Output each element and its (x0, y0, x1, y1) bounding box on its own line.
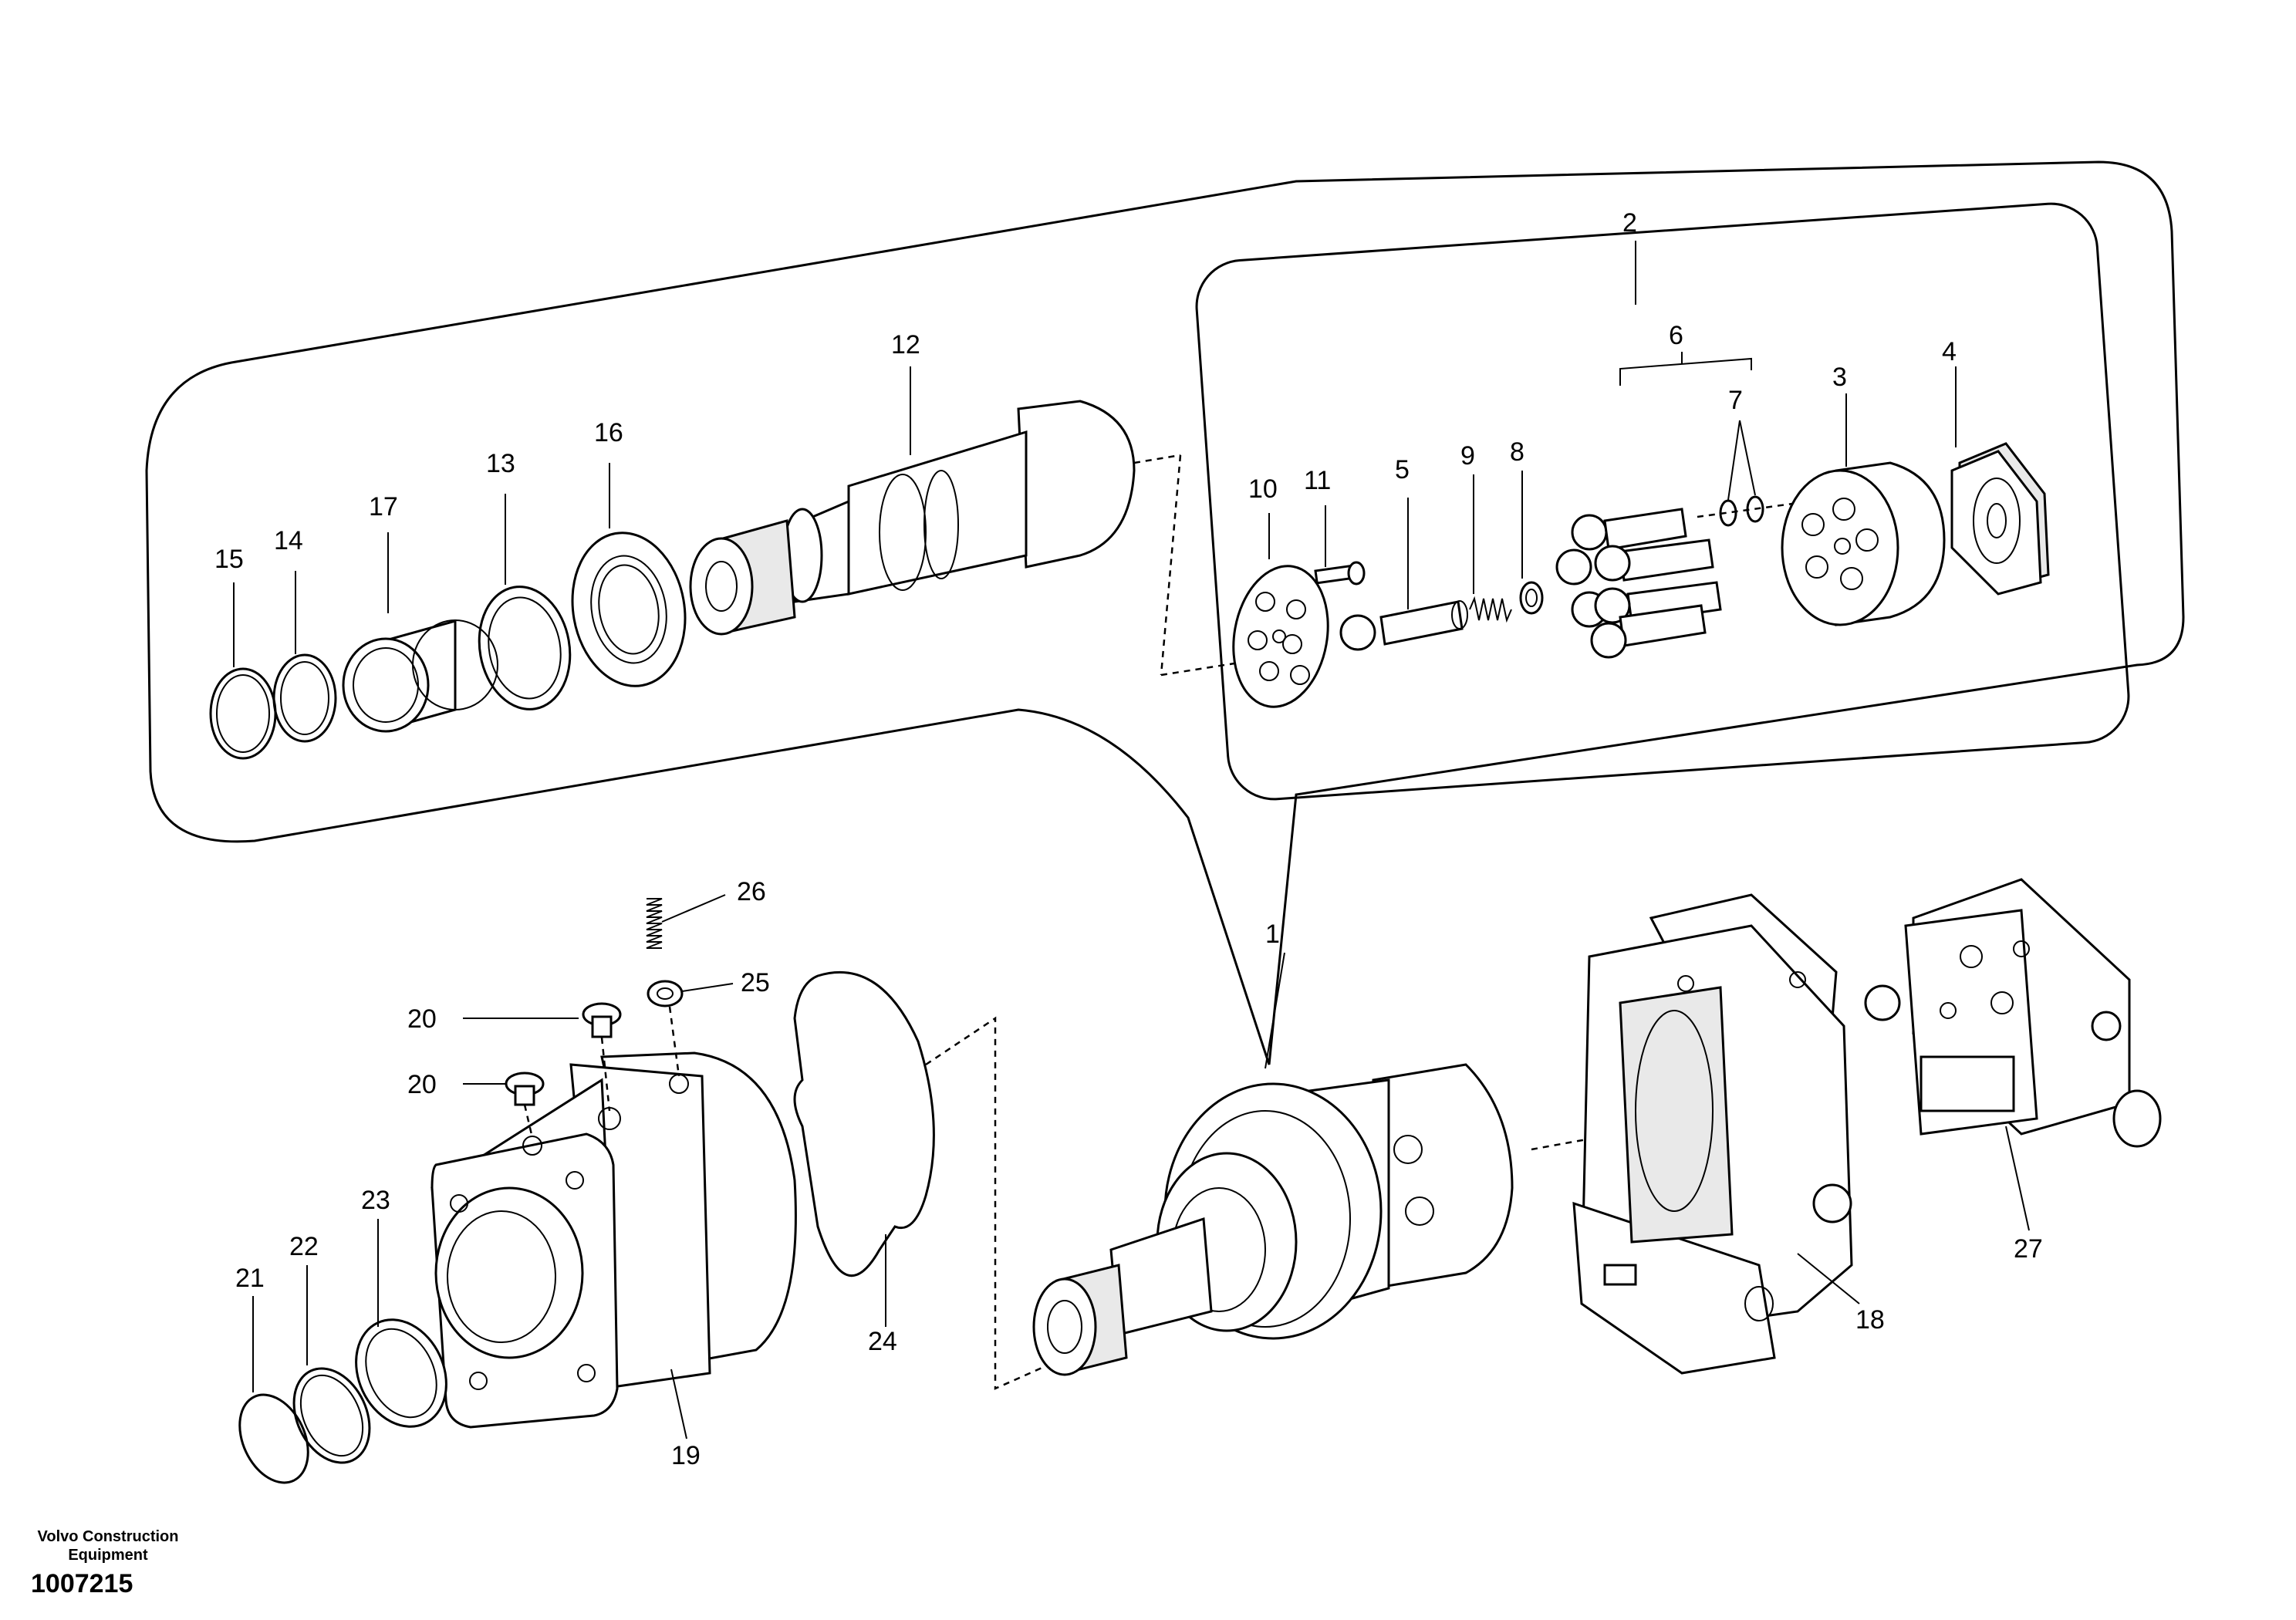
bracket-6 (1619, 357, 1752, 386)
leader-26 (661, 894, 726, 923)
part-24-gasket (793, 970, 935, 1277)
callout-20-upper: 20 (407, 1004, 437, 1034)
callout-18: 18 (1855, 1305, 1885, 1335)
callout-3: 3 (1832, 363, 1847, 392)
callout-19: 19 (671, 1441, 701, 1470)
part-8-washer (1519, 581, 1544, 615)
part-22-ring (292, 1367, 371, 1464)
part-9-spring (1469, 596, 1512, 623)
publisher-caption: Volvo Construction Equipment (23, 1527, 193, 1564)
part-20-plug-upper (582, 1002, 622, 1038)
part-4-valve-plate (1950, 442, 2050, 596)
part-25-nut (647, 980, 684, 1007)
part-21-circlip (238, 1393, 309, 1484)
callout-22: 22 (289, 1232, 319, 1261)
callout-13: 13 (486, 449, 515, 478)
callout-14: 14 (274, 526, 303, 555)
detail-outline-outer (145, 160, 2185, 1065)
callout-21: 21 (235, 1264, 265, 1293)
drawing-id: 1007215 (31, 1569, 133, 1598)
part-12-drive-shaft (689, 400, 1136, 636)
part-11-screw (1314, 561, 1366, 586)
leader-1 (1264, 952, 1285, 1069)
callout-1: 1 (1265, 920, 1280, 949)
callout-9: 9 (1460, 441, 1475, 471)
leader-7a (1727, 420, 1741, 501)
leader-dash-rings-to-block (1697, 500, 1810, 518)
callout-7: 7 (1728, 386, 1743, 415)
leader-18 (1797, 1253, 1860, 1304)
leader-27 (2005, 1126, 2030, 1231)
leader-dash-shaft-to-group (1133, 454, 1181, 464)
callout-20-lower: 20 (407, 1070, 437, 1099)
part-19-housing (430, 1051, 797, 1429)
publisher-line-1: Volvo Construction (37, 1528, 179, 1545)
callout-17: 17 (369, 492, 398, 521)
callout-2: 2 (1622, 208, 1637, 238)
part-20-plug-lower (505, 1072, 545, 1106)
callout-15: 15 (214, 545, 244, 574)
callout-8: 8 (1510, 437, 1524, 467)
part-13-shim-ring (478, 586, 572, 710)
leader-7b (1739, 420, 1756, 496)
leader-dash-shaft-vertical (1160, 454, 1182, 676)
leader-dash-gasket-to-motor (925, 1016, 1065, 1390)
leader-dash-shaft-to-plate (1160, 662, 1235, 677)
callout-12: 12 (891, 330, 920, 359)
part-1-rotating-group-assembly (1032, 1063, 1514, 1376)
part-10-retaining-plate (1232, 565, 1329, 708)
callout-10: 10 (1248, 474, 1278, 504)
publisher-line-2: Equipment (68, 1547, 148, 1564)
part-14-ring (272, 653, 337, 743)
callout-6: 6 (1669, 321, 1683, 350)
part-5-center-pin (1339, 600, 1468, 651)
part-16-bearing (571, 532, 687, 687)
callout-26: 26 (737, 877, 766, 906)
callout-25: 25 (741, 968, 770, 997)
callout-24: 24 (868, 1327, 897, 1356)
leader-dash-plug-upper (600, 1037, 611, 1112)
part-26-set-screw (646, 898, 663, 949)
leader-dash-plug-lower (523, 1104, 534, 1139)
part-23-seal (355, 1318, 447, 1428)
part-6-pistons (1555, 508, 1722, 659)
part-27-valve-block (1864, 878, 2162, 1148)
rotating-group-box (1195, 202, 2130, 801)
callout-23: 23 (361, 1186, 390, 1215)
callout-4: 4 (1942, 337, 1957, 366)
leader-25 (681, 983, 734, 992)
callout-16: 16 (594, 418, 623, 447)
part-3-cylinder-block (1781, 461, 1946, 626)
part-18-port-plate (1572, 893, 1853, 1375)
callout-27: 27 (2014, 1234, 2043, 1264)
part-7-rings (1719, 495, 1764, 527)
part-15-snap-ring (209, 667, 277, 760)
leader-19 (670, 1369, 687, 1439)
part-17-sleeve (342, 619, 498, 733)
callout-5: 5 (1395, 455, 1410, 484)
leader-dash-nut (668, 1006, 680, 1077)
callout-11: 11 (1304, 466, 1331, 495)
